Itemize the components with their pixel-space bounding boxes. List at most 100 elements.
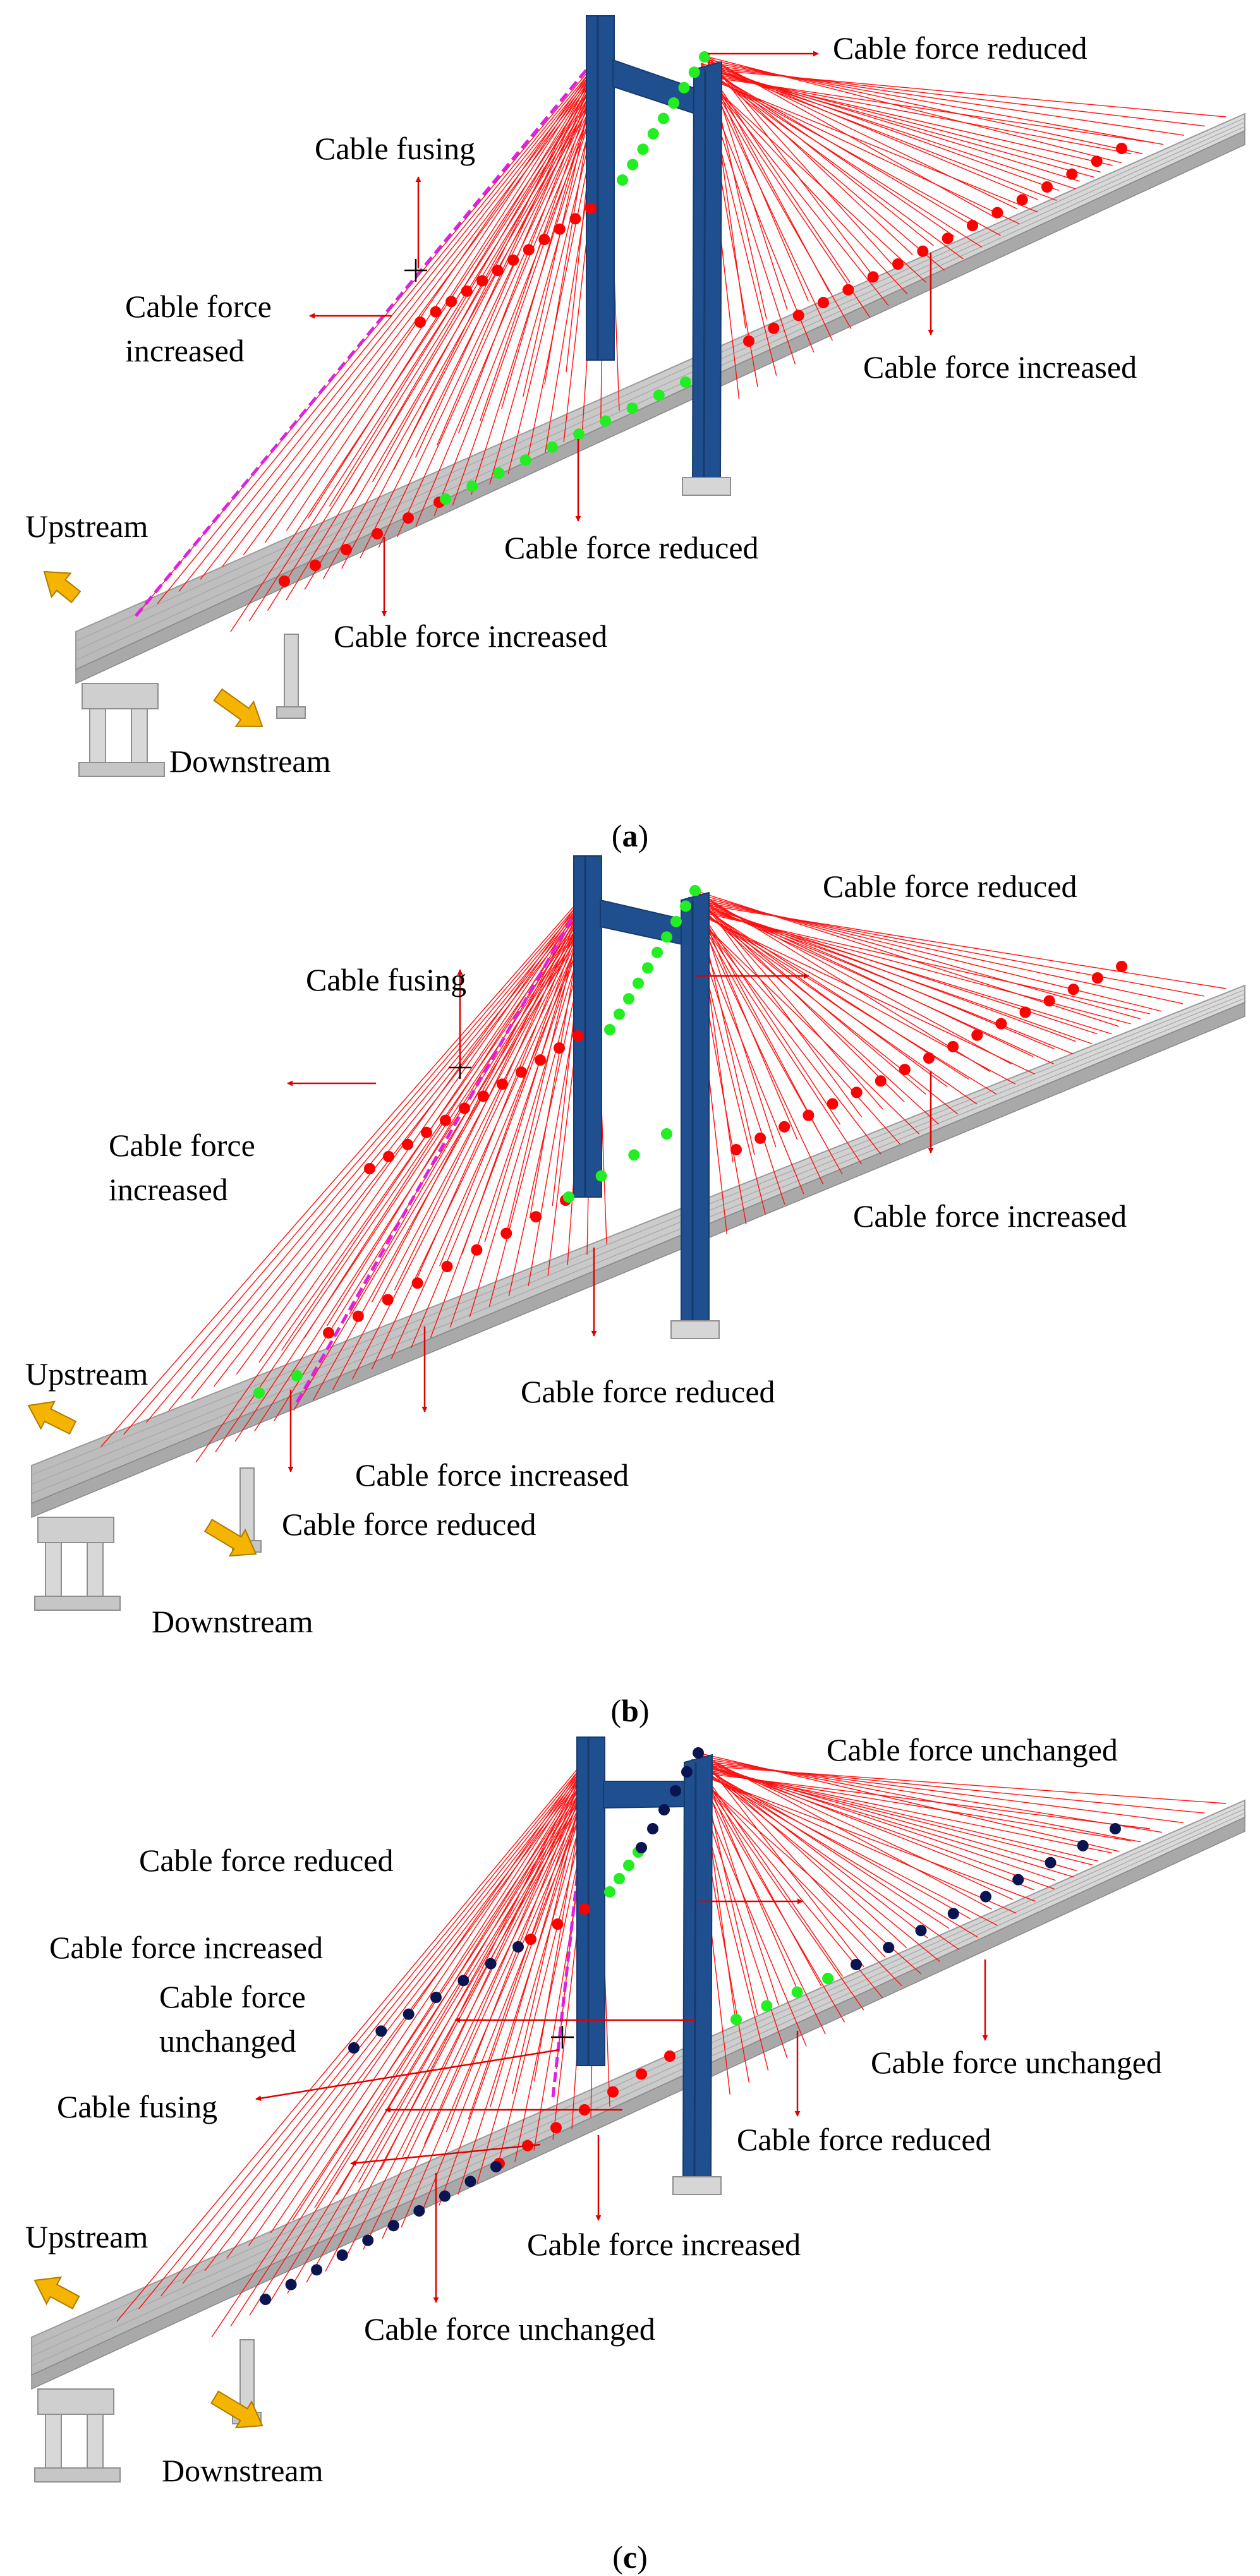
dot-right — [947, 1908, 959, 1920]
stay-cable — [415, 73, 607, 527]
dot-upper-left — [569, 213, 581, 225]
dot-right — [971, 1029, 983, 1041]
stay-cable — [688, 896, 1055, 1064]
stay-cable — [701, 75, 926, 283]
fused-cable — [295, 889, 590, 1404]
label-left-increased-line2: increased — [125, 333, 245, 368]
dot-right — [991, 207, 1003, 219]
dot-right — [980, 1891, 991, 1903]
dot-upper-left — [461, 285, 473, 297]
caption-b: (b) — [610, 1693, 649, 1728]
dot-lower-left — [411, 1277, 423, 1289]
stay-cable — [393, 56, 601, 470]
dot-right-reduced — [791, 1986, 803, 1998]
dot-upper-left — [375, 2025, 387, 2037]
dot-top-right — [699, 51, 710, 63]
dot-lower-left — [441, 1261, 453, 1272]
dot-right — [1043, 995, 1055, 1007]
deck-edge — [31, 1816, 1245, 2390]
stay-cable — [234, 901, 595, 1442]
deck-lane-line — [31, 993, 1245, 1485]
dot-right — [1077, 1839, 1089, 1851]
stay-cable — [350, 66, 601, 495]
stay-cable — [691, 1771, 921, 1975]
stay-cable — [707, 66, 1206, 127]
dot-lower — [413, 2205, 425, 2217]
upstream-arrow — [27, 1400, 77, 1435]
stay-cable — [701, 75, 1151, 143]
stay-cable — [688, 899, 1074, 1055]
dot-reduced — [604, 1886, 615, 1898]
stay-cable — [694, 890, 991, 1073]
deck-lane-line — [75, 117, 1245, 642]
stay-cable — [688, 901, 1093, 1045]
stay-cable — [221, 66, 601, 568]
dot-mid — [595, 1170, 607, 1182]
stay-cable — [707, 69, 1227, 117]
dot-lower-left — [471, 1244, 483, 1256]
stay-cable — [698, 1765, 844, 1977]
label-left-increased-line2: increased — [109, 1172, 228, 1207]
label-lower-unchanged: Cable force unchanged — [364, 2311, 655, 2347]
dot-upper-mid — [552, 1918, 564, 1930]
dot-top-right — [661, 931, 672, 943]
tower-leg-downstream — [681, 891, 710, 1324]
dot-mid — [607, 2086, 619, 2098]
dot-lower — [490, 2161, 502, 2172]
label-left-unchanged-line1: Cable force — [159, 1979, 306, 2014]
dot-right-reduced — [761, 2000, 773, 2012]
abutment-cap — [37, 1517, 114, 1543]
abutment-leg — [87, 2414, 104, 2472]
dot-mid — [440, 493, 451, 505]
label-lower-reduced: Cable force reduced — [282, 1507, 536, 1542]
labels-b: Cable force reduced Cable fusing Cable f… — [25, 869, 1127, 1639]
stay-cable — [701, 68, 983, 248]
label-left-unchanged-line2: unchanged — [159, 2023, 296, 2059]
dot-upper-mid — [525, 1934, 536, 1945]
stay-cable — [363, 1764, 598, 2250]
dot-top-right — [604, 1024, 615, 1035]
stay-cable — [286, 70, 607, 601]
stay-cable — [332, 899, 595, 1390]
dot-right — [1091, 155, 1103, 167]
stay-cable — [264, 56, 601, 543]
stay-cable — [402, 1755, 591, 2158]
stay-cable — [292, 1757, 591, 2221]
dot-upper-left — [348, 2042, 360, 2054]
stay-cable — [691, 1769, 902, 1987]
dot-top-right — [617, 174, 628, 186]
dot-lower — [311, 2264, 323, 2276]
labels-c: Cable force unchanged Cable force reduce… — [25, 1732, 1162, 2488]
dot-right — [803, 1109, 815, 1121]
stay-cable — [701, 70, 889, 306]
dot-right — [754, 1132, 766, 1144]
label-downstream: Downstream — [162, 2453, 324, 2488]
stay-cable — [688, 901, 863, 1165]
dot-lower-left — [530, 1211, 542, 1223]
dot-lower — [336, 2249, 348, 2261]
stay-cable — [701, 63, 833, 341]
stay-cable — [160, 1757, 591, 2297]
stay-cable — [204, 1762, 591, 2272]
dot-lower-left — [382, 1294, 394, 1306]
dot-right — [778, 1121, 791, 1133]
dot-upper-left — [572, 1030, 584, 1042]
stay-cable — [100, 890, 588, 1447]
dot-mid — [664, 2050, 675, 2062]
dot-mid — [600, 415, 612, 427]
label-mid-reduced: Cable force reduced — [521, 1374, 775, 1409]
dot-upper-left — [554, 1042, 565, 1054]
dot-lower-reduced — [291, 1370, 303, 1381]
tower-leg-upstream — [576, 1736, 605, 2066]
stay-cable — [372, 69, 601, 483]
label-mid-reduced: Cable force reduced — [737, 2122, 991, 2157]
label-mid-reduced: Cable force reduced — [504, 530, 759, 565]
dot-top-right — [689, 885, 701, 896]
stay-cable — [200, 64, 601, 580]
stay-cable — [439, 1759, 598, 2206]
dot-right — [967, 220, 978, 231]
stay-cable — [688, 904, 996, 1095]
dot-right — [1041, 181, 1053, 193]
stay-cable — [688, 896, 824, 1185]
